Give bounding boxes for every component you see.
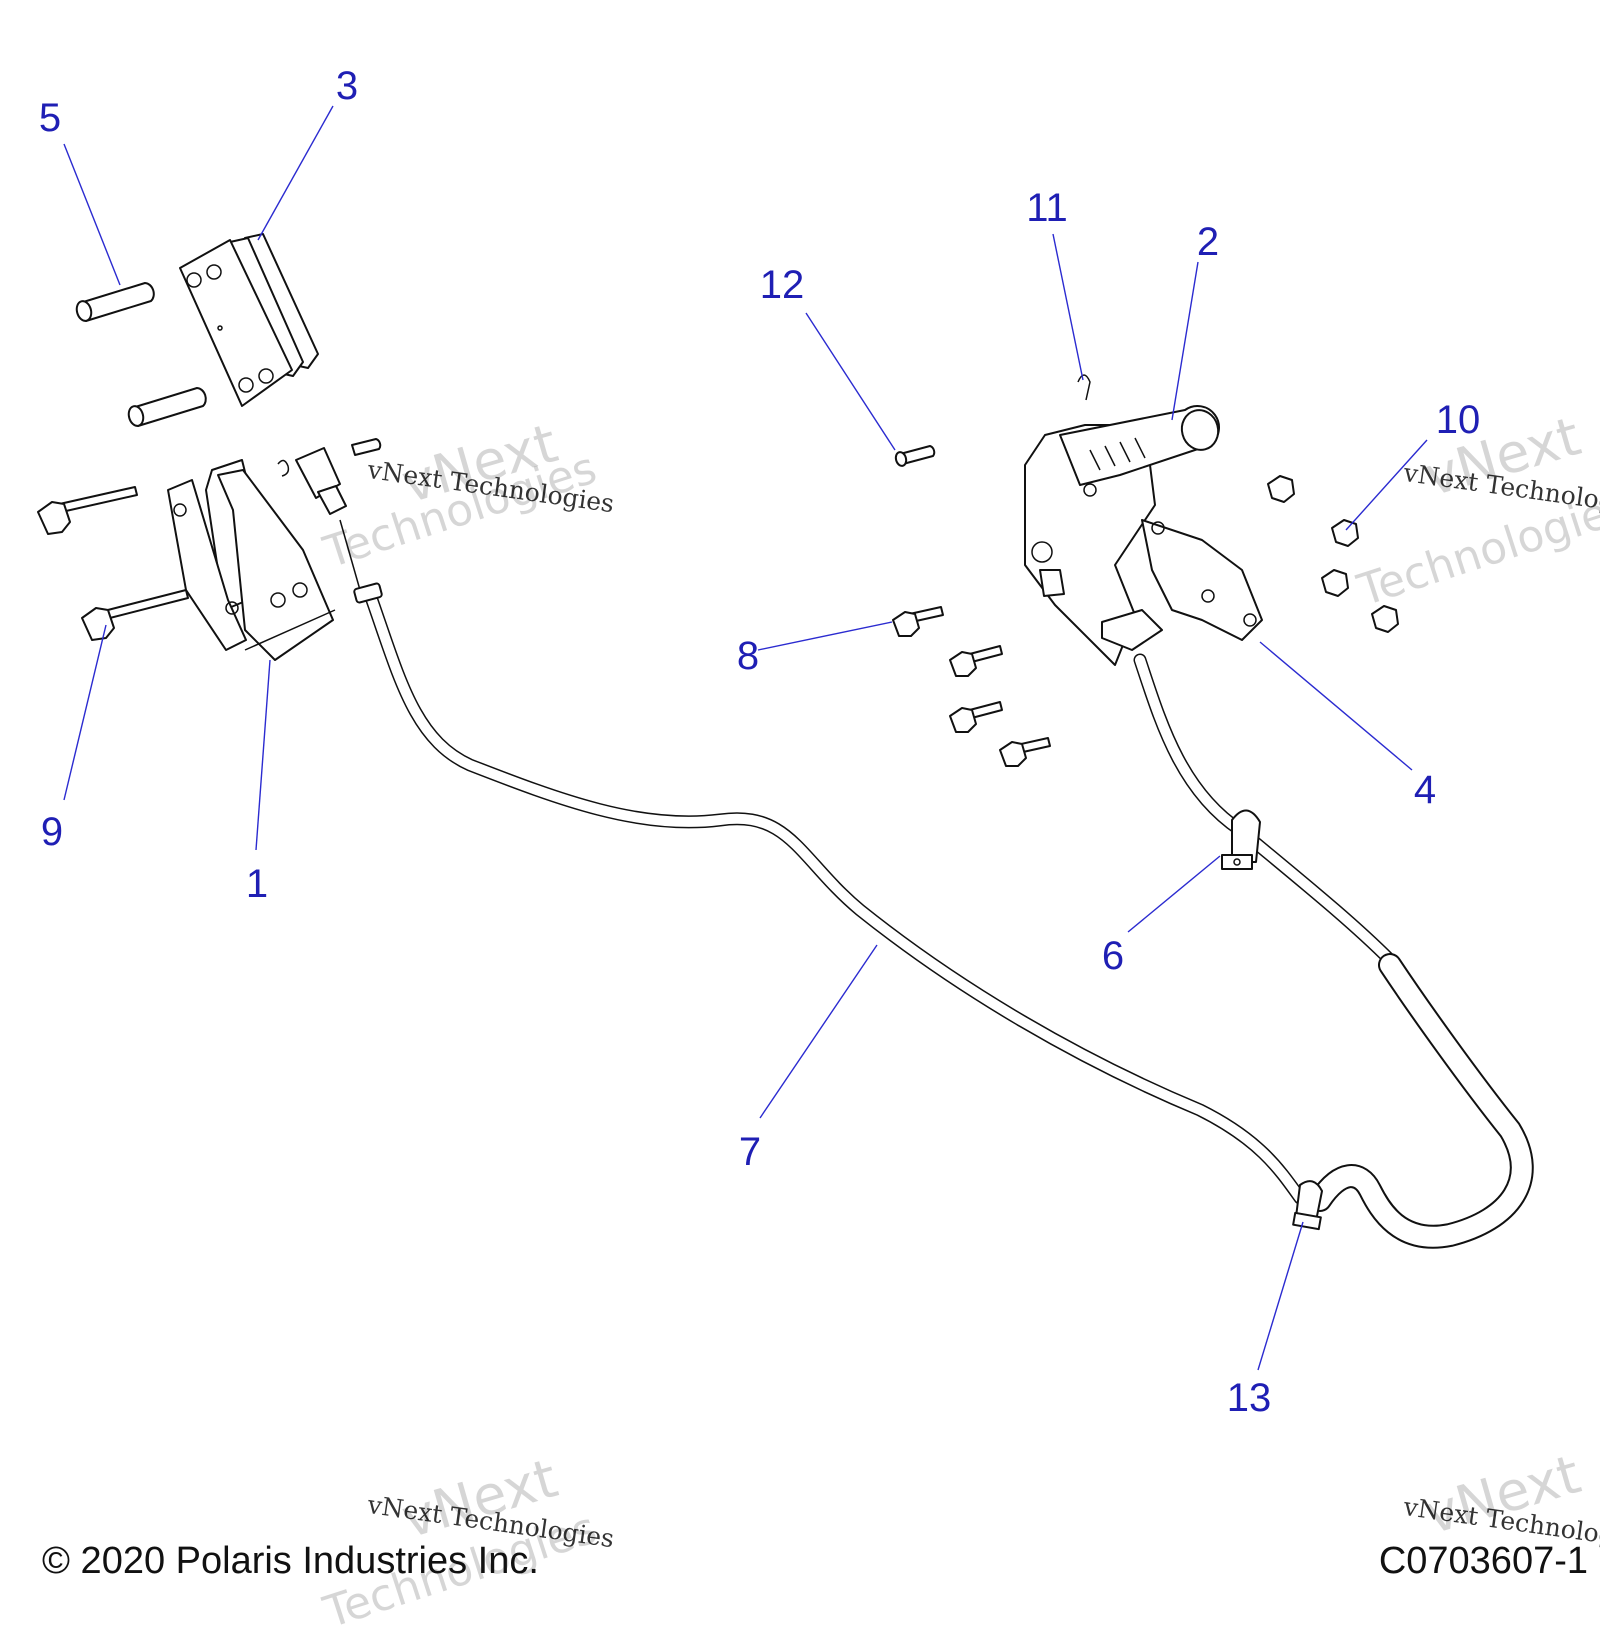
callout-10: 10 bbox=[1435, 398, 1481, 442]
callout-13: 13 bbox=[1226, 1376, 1272, 1420]
callout-12: 12 bbox=[759, 263, 805, 307]
clevis-pin-12 bbox=[894, 445, 936, 467]
callout-2: 2 bbox=[1196, 220, 1220, 264]
copyright-notice: © 2020 Polaris Industries Inc. bbox=[42, 1540, 539, 1582]
bolt-8 bbox=[892, 606, 1051, 767]
callout-3: 3 bbox=[335, 64, 359, 108]
brake-cable-7 bbox=[339, 519, 1307, 1205]
diagram-id: C0703607-1 bbox=[1378, 1540, 1588, 1582]
callout-6: 6 bbox=[1101, 934, 1125, 978]
plate-3 bbox=[179, 233, 319, 407]
cotter-pin-11 bbox=[1077, 374, 1091, 401]
cable-clip-13 bbox=[1292, 1180, 1323, 1231]
pin-5 bbox=[75, 282, 207, 427]
callout-7: 7 bbox=[738, 1130, 762, 1174]
brake-cable-right bbox=[1133, 653, 1534, 1249]
nut-10 bbox=[1267, 475, 1399, 633]
callout-1: 1 bbox=[245, 862, 269, 906]
callout-4: 4 bbox=[1413, 768, 1437, 812]
parts-diagram: 5 3 9 1 12 11 2 10 8 4 6 7 13 vNext Tech… bbox=[37, 64, 1600, 1639]
cable-clevis bbox=[277, 438, 382, 515]
leader-lines bbox=[63, 105, 1428, 1371]
diagram-artwork bbox=[37, 105, 1534, 1371]
bracket-1 bbox=[167, 459, 336, 661]
callout-8: 8 bbox=[736, 634, 760, 678]
bolt-9 bbox=[37, 486, 189, 641]
callout-5: 5 bbox=[38, 96, 62, 140]
callout-9: 9 bbox=[40, 810, 64, 854]
bracket-4 bbox=[1141, 519, 1263, 641]
hand-lever-2 bbox=[1024, 405, 1220, 666]
cable-clip-6 bbox=[1221, 809, 1261, 870]
callout-11: 11 bbox=[1026, 186, 1068, 230]
